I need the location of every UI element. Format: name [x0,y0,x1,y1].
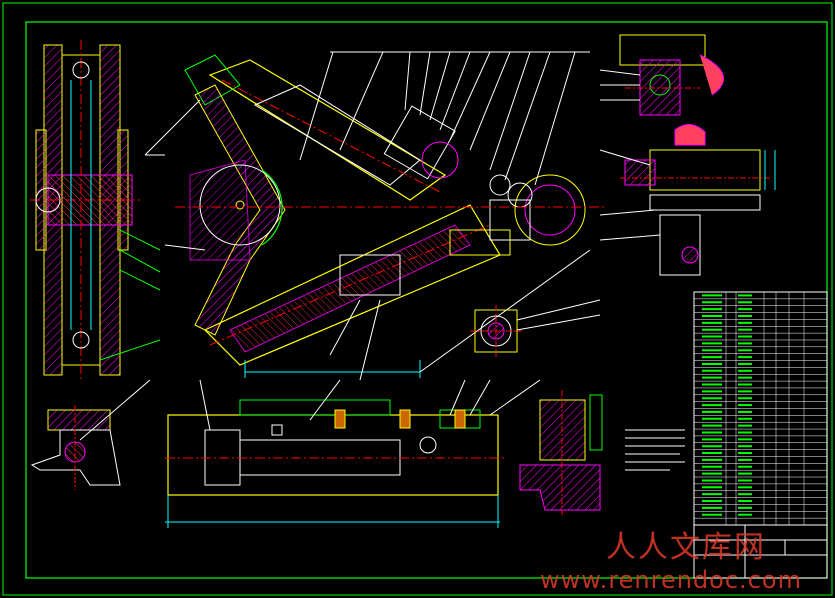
flange-detail [470,299,601,357]
watermark-url: www.renrendoc.com [540,566,802,594]
parts-list-table [693,291,828,526]
technical-notes [625,429,685,471]
title-block [693,524,828,579]
middle-right-detail [599,124,776,276]
bracket-detail-left [30,379,151,490]
arm-assembly [144,51,605,381]
bracket-detail-right [519,390,603,515]
left-section-view [30,40,161,380]
top-right-detail [599,34,724,116]
watermark-logo-text: 人人文库网 [606,530,766,565]
bottom-plan-view [165,379,541,528]
